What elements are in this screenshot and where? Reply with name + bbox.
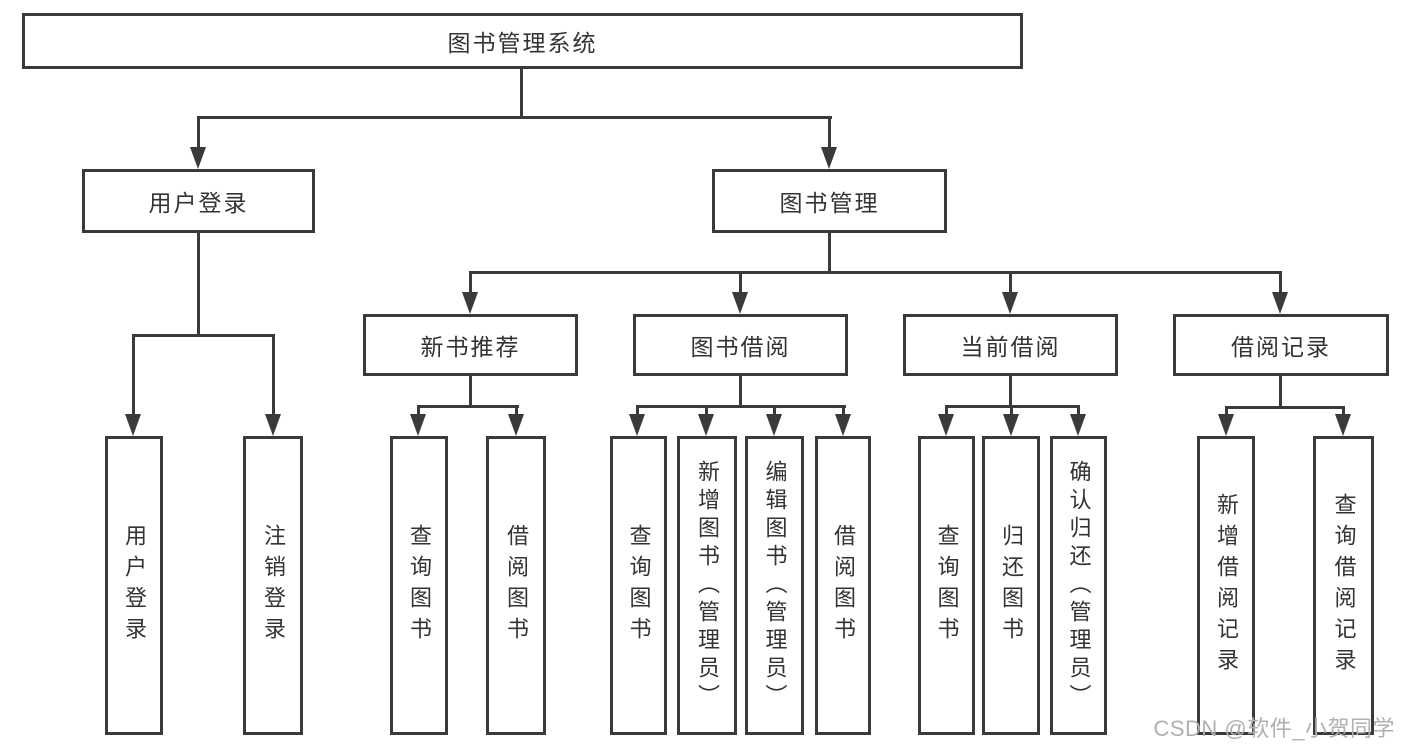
- connector-level2-bus: [197, 116, 832, 119]
- connector-new-book-rec-stem: [469, 271, 472, 293]
- leaf-return-book-label: 归还图书: [999, 523, 1024, 648]
- connector-leaf-stem: [705, 405, 708, 416]
- connector-user-login-bus: [132, 334, 275, 337]
- connector-leaf-stem: [842, 405, 845, 416]
- leaf-query-record-label: 查询借阅记录: [1331, 492, 1357, 679]
- leaf-edit-book-label: 编辑图书（管理员）: [762, 459, 788, 712]
- node-book-mgmt-label: 图书管理: [779, 190, 880, 216]
- node-current-borrow-label: 当前借阅: [960, 334, 1061, 360]
- node-root: 图书管理系统: [22, 13, 1023, 69]
- arrow-to-leaf-edit-book: [766, 414, 782, 436]
- leaf-borrow-book-2-label: 借阅图书: [831, 523, 856, 648]
- leaf-add-record-label: 新增借阅记录: [1214, 492, 1239, 679]
- arrow-to-leaf-confirm-return: [1070, 414, 1086, 436]
- leaf-logout-label: 注销登录: [261, 523, 286, 648]
- connector-book-borrow-bus: [636, 405, 846, 408]
- arrow-to-leaf-query-book-2: [629, 414, 645, 436]
- leaf-user-login-label: 用户登录: [122, 523, 147, 648]
- connector-new-book-rec-bus: [417, 405, 519, 408]
- node-user-login: 用户登录: [82, 169, 315, 233]
- arrow-to-new-book-rec: [462, 292, 478, 314]
- arrow-to-leaf-return-book: [1003, 414, 1019, 436]
- leaf-edit-book: 编辑图书（管理员）: [745, 436, 804, 735]
- arrow-to-book-mgmt: [821, 147, 837, 169]
- connector-leaf-stem: [417, 405, 420, 416]
- node-borrow-records: 借阅记录: [1173, 314, 1389, 376]
- arrow-to-borrow-records: [1272, 292, 1288, 314]
- connector-borrow-records-bus: [1225, 406, 1345, 409]
- connector-current-borrow-down: [1009, 376, 1012, 408]
- connector-root-stem: [520, 69, 523, 119]
- leaf-query-record: 查询借阅记录: [1313, 436, 1374, 735]
- node-root-label: 图书管理系统: [447, 30, 598, 56]
- leaf-confirm-return: 确认归还（管理员）: [1050, 436, 1107, 735]
- leaf-query-book-2: 查询图书: [610, 436, 667, 735]
- connector-leaf-stem: [515, 405, 518, 416]
- leaf-query-book-3: 查询图书: [918, 436, 975, 735]
- connector-level3-bus: [469, 271, 1282, 274]
- arrow-to-user-login: [190, 147, 206, 169]
- csdn-watermark: CSDN @软件_小贺同学: [1153, 716, 1395, 741]
- node-borrow-records-label: 借阅记录: [1231, 334, 1331, 360]
- leaf-borrow-book-2: 借阅图书: [815, 436, 871, 735]
- connector-borrow-records-down: [1279, 376, 1282, 409]
- node-book-borrow-label: 图书借阅: [690, 334, 791, 360]
- arrow-to-current-borrow: [1002, 292, 1018, 314]
- arrow-to-leaf-query-record: [1335, 414, 1351, 436]
- connector-leaf-stem: [1225, 406, 1228, 416]
- leaf-query-book-2-label: 查询图书: [626, 523, 652, 648]
- connector-borrow-records-stem: [1279, 271, 1282, 293]
- connector-leaf-logout-stem: [272, 334, 275, 414]
- leaf-query-book-3-label: 查询图书: [934, 523, 960, 648]
- connector-book-borrow-stem: [739, 271, 742, 293]
- connector-current-borrow-stem: [1009, 271, 1012, 293]
- leaf-add-record: 新增借阅记录: [1197, 436, 1255, 735]
- leaf-add-book: 新增图书（管理员）: [677, 436, 737, 735]
- node-user-login-label: 用户登录: [148, 190, 249, 216]
- node-new-book-rec-label: 新书推荐: [420, 334, 521, 360]
- arrow-to-leaf-add-book: [698, 414, 714, 436]
- connector-leaf-stem: [1010, 405, 1013, 416]
- connector-leaf-stem: [773, 405, 776, 416]
- arrow-to-leaf-query-book-1: [410, 414, 426, 436]
- connector-leaf-stem: [1342, 406, 1345, 416]
- arrow-to-leaf-query-book-3: [938, 414, 954, 436]
- node-book-borrow: 图书借阅: [633, 314, 848, 376]
- arrow-to-leaf-borrow-book-2: [835, 414, 851, 436]
- connector-user-login-down: [197, 233, 200, 337]
- connector-book-mgmt-down: [828, 233, 831, 274]
- arrow-to-leaf-add-record: [1218, 414, 1234, 436]
- connector-book-mgmt-stem: [828, 116, 831, 149]
- leaf-query-book-1: 查询图书: [390, 436, 448, 735]
- leaf-return-book: 归还图书: [982, 436, 1040, 735]
- node-book-mgmt: 图书管理: [712, 169, 947, 233]
- arrow-to-book-borrow: [732, 292, 748, 314]
- connector-leaf-stem: [945, 405, 948, 416]
- arrow-to-leaf-user-login: [125, 414, 141, 436]
- node-current-borrow: 当前借阅: [903, 314, 1118, 376]
- leaf-user-login: 用户登录: [105, 436, 163, 735]
- connector-book-borrow-down: [739, 376, 742, 408]
- arrow-to-leaf-borrow-book-1: [508, 414, 524, 436]
- leaf-logout: 注销登录: [243, 436, 303, 735]
- leaf-borrow-book-1-label: 借阅图书: [504, 523, 529, 648]
- connector-new-book-rec-down: [469, 376, 472, 408]
- leaf-borrow-book-1: 借阅图书: [486, 436, 546, 735]
- leaf-confirm-return-label: 确认归还（管理员）: [1066, 459, 1092, 712]
- connector-leaf-user-login-stem: [132, 334, 135, 414]
- connector-leaf-stem: [1077, 405, 1080, 416]
- leaf-add-book-label: 新增图书（管理员）: [695, 459, 720, 712]
- arrow-to-leaf-logout: [265, 414, 281, 436]
- leaf-query-book-1-label: 查询图书: [407, 523, 432, 648]
- connector-user-login-stem: [197, 116, 200, 149]
- node-new-book-rec: 新书推荐: [363, 314, 578, 376]
- connector-leaf-stem: [636, 405, 639, 416]
